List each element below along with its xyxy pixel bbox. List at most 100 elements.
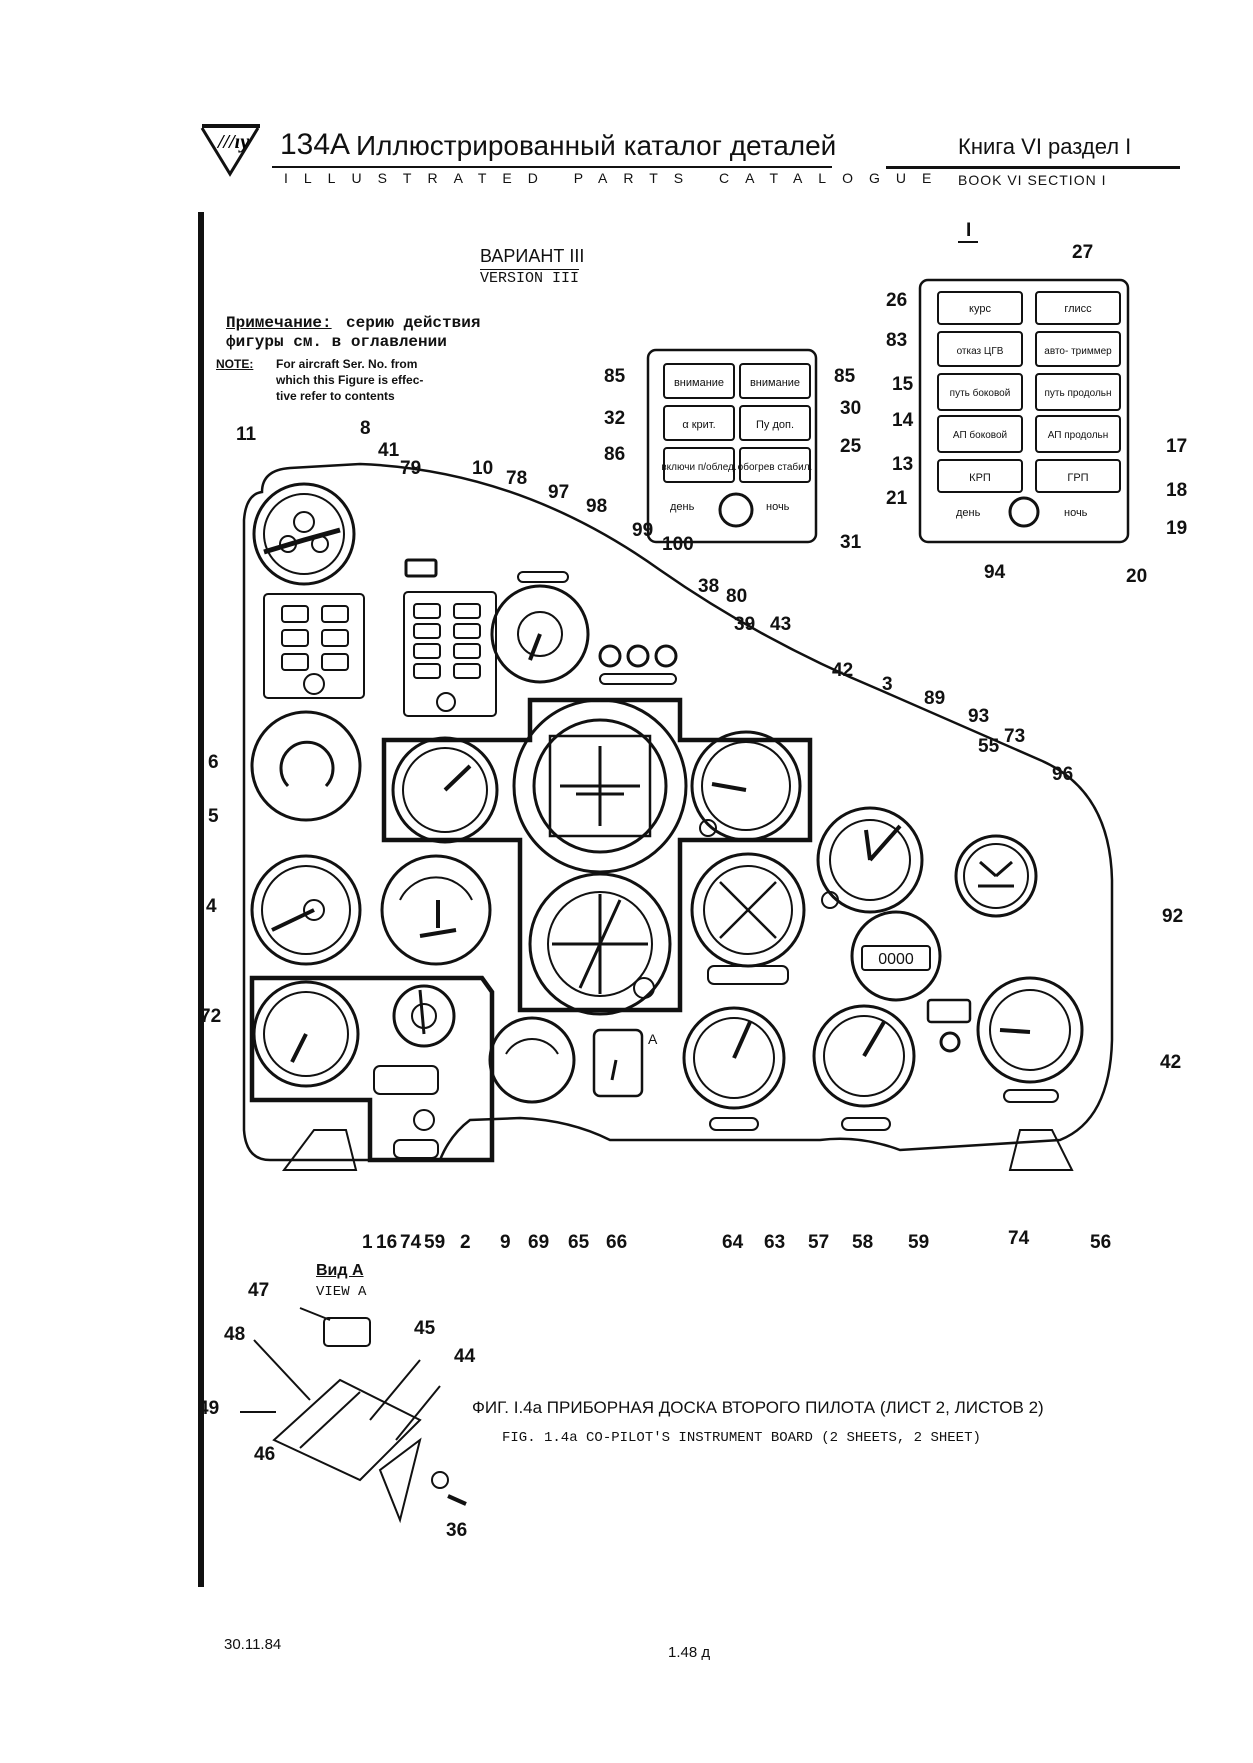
- gauge-5: [391, 736, 499, 844]
- callout-numbers: 11 8 41 79 10 78 97 98 99 100 38 80 39 4…: [198, 242, 1187, 1541]
- gauge-57: [812, 1004, 916, 1131]
- note-en-text-3: tive refer to contents: [276, 389, 395, 403]
- adi-center: [512, 698, 688, 874]
- lp-btn-8: КРП: [969, 472, 991, 484]
- callout: 85: [834, 366, 856, 387]
- view-a-detail: [240, 1307, 467, 1524]
- callout: 5: [208, 806, 219, 827]
- view-a-marker: A: [648, 1031, 658, 1047]
- callout: 79: [400, 458, 421, 479]
- callout: 10: [472, 458, 493, 479]
- callout: 30: [840, 398, 861, 419]
- switch-65: A: [592, 1028, 658, 1098]
- callout: 47: [248, 1280, 269, 1301]
- callout: 3: [882, 674, 893, 695]
- gauge-3: [690, 852, 806, 985]
- variant-en: VERSION III: [480, 270, 580, 287]
- lp-btn-0: курс: [969, 303, 991, 315]
- sp-btn-0: внимание: [674, 377, 724, 389]
- sp-btn-5: обогрев стабил.: [738, 461, 813, 473]
- note-en-text-2: which this Figure is effec-: [276, 373, 424, 387]
- callout: 31: [840, 532, 862, 553]
- lp-btn-6: АП боковой: [953, 429, 1007, 441]
- callout: 26: [886, 290, 907, 311]
- callout: 83: [886, 330, 907, 351]
- callout: 2: [460, 1232, 471, 1253]
- lp-btn-4: путь боковой: [950, 387, 1011, 399]
- callout: 74: [1008, 1228, 1030, 1249]
- callout: 41: [378, 440, 400, 461]
- callout: 1: [362, 1232, 373, 1253]
- counter-readout: 0000: [878, 951, 914, 968]
- view-a-en: VIEW A: [316, 1284, 367, 1300]
- lp-btn-1: глисс: [1064, 303, 1092, 315]
- callout: 14: [892, 410, 914, 431]
- callout: 27: [1072, 242, 1093, 263]
- callout: 63: [764, 1232, 785, 1253]
- callout: 38: [698, 576, 719, 597]
- footer-page: 1.48 д: [668, 1644, 711, 1661]
- callout: 9: [500, 1232, 511, 1253]
- sp-btn-1: внимание: [750, 377, 800, 389]
- callout: 43: [770, 614, 791, 635]
- callout: 59: [908, 1232, 929, 1253]
- gauge-63: [682, 1006, 786, 1131]
- header-book-en: BOOK VI SECTION I: [958, 172, 1107, 188]
- sp-day: день: [670, 501, 695, 513]
- callout: 44: [454, 1346, 476, 1367]
- gauge-4: [250, 854, 362, 966]
- callout: 20: [1126, 566, 1147, 587]
- note-ru-text-2: фигуры см. в оглавлении: [226, 333, 447, 351]
- callout: 66: [606, 1232, 627, 1253]
- callout: 69: [528, 1232, 549, 1253]
- callout: 42: [1160, 1052, 1181, 1073]
- callout: 15: [892, 374, 914, 395]
- lp-btn-5: путь продольн: [1044, 388, 1111, 399]
- callout: 73: [1004, 726, 1025, 747]
- figure-caption-en: FIG. 1.4a CO-PILOT'S INSTRUMENT BOARD (2…: [502, 1430, 981, 1446]
- board-outline: [242, 462, 1114, 1171]
- lp-btn-2: отказ ЦГВ: [957, 346, 1004, 357]
- callout: 45: [414, 1318, 436, 1339]
- sp-btn-3: Пу доп.: [756, 419, 794, 431]
- annunciator-panel-large: I курс глисс отказ ЦГВ авто- триммер пут…: [918, 220, 1130, 544]
- callout: 78: [506, 468, 527, 489]
- callout: 18: [1166, 480, 1187, 501]
- svg-text:///ıy: ///ıy: [216, 131, 249, 153]
- annunciator-panel-small: внимание внимание α крит. Пу доп. включи…: [646, 348, 818, 544]
- note-ru-text-1: серию действия: [346, 314, 481, 332]
- left-margin-rule: [198, 212, 204, 1587]
- callout: 58: [852, 1232, 873, 1253]
- callout: 17: [1166, 436, 1187, 457]
- lp-btn-7: АП продольн: [1048, 430, 1109, 441]
- lamp-row: [598, 644, 678, 685]
- callout: 48: [224, 1324, 245, 1345]
- note-ru-label: Примечание:: [226, 314, 332, 332]
- callout: 100: [662, 534, 694, 555]
- callout: 72: [200, 1006, 221, 1027]
- callout: 16: [376, 1232, 397, 1253]
- callout: 46: [254, 1444, 275, 1465]
- callout: 80: [726, 586, 747, 607]
- callout: 49: [198, 1398, 219, 1419]
- gauge-96: [954, 834, 1038, 918]
- callout: 97: [548, 482, 569, 503]
- lp-btn-9: ГРП: [1067, 472, 1088, 484]
- callout: 96: [1052, 764, 1073, 785]
- callout: 74: [400, 1232, 422, 1253]
- callout: 86: [604, 444, 625, 465]
- callout: 11: [236, 424, 257, 445]
- figure-caption-ru: ФИГ. I.4а ПРИБОРНАЯ ДОСКА ВТОРОГО ПИЛОТА…: [472, 1398, 1044, 1417]
- header-rule: [272, 166, 832, 168]
- note-en-text-1: For aircraft Ser. No. from: [276, 357, 418, 371]
- callout: 85: [604, 366, 626, 387]
- counter-55: 0000: [850, 910, 942, 1002]
- gauge-42-top: [690, 730, 802, 842]
- gauge-72: [252, 980, 360, 1088]
- callout: 64: [722, 1232, 744, 1253]
- clock-gauge: [252, 482, 356, 586]
- sp-night: ночь: [766, 501, 790, 513]
- callout: 19: [1166, 518, 1187, 539]
- gauge-2: [380, 854, 492, 966]
- gauge-cdi: [373, 984, 456, 1159]
